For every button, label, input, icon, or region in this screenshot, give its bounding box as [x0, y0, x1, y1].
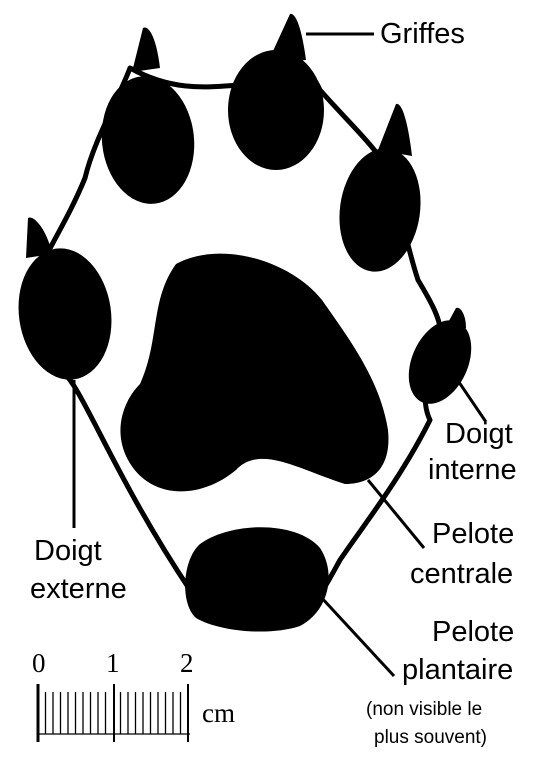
label-doigt-interne-line1: Doigt [445, 420, 513, 449]
label-doigt-interne-line2: interne [428, 456, 517, 485]
label-griffes: Griffes [380, 20, 465, 49]
plantar-pad [185, 527, 328, 631]
label-pelote-centrale-line2: centrale [410, 560, 513, 589]
toe-outer [10, 242, 119, 386]
toe-1 [96, 72, 201, 209]
leader-doigt-interne [448, 366, 486, 422]
leader-pelote-centrale [368, 480, 424, 548]
scale-tick-2: 2 [180, 650, 194, 677]
label-pelote-centrale-line1: Pelote [432, 520, 514, 549]
claw-1 [132, 27, 160, 72]
label-doigt-externe-line2: externe [30, 575, 127, 604]
scale-tick-1: 1 [106, 650, 120, 677]
label-pelote-plantaire-note-line1: (non visible le [366, 700, 482, 719]
scale-bar [38, 684, 190, 742]
toe-2 [228, 50, 324, 170]
claw-3 [378, 104, 412, 156]
central-pad [120, 254, 388, 492]
leader-pelote-plantaire [320, 596, 394, 676]
scale-tick-0: 0 [32, 650, 46, 677]
label-doigt-externe-line1: Doigt [34, 537, 102, 566]
label-pelote-plantaire-line1: Pelote [432, 618, 514, 647]
label-pelote-plantaire-note-line2: plus souvent) [374, 728, 487, 747]
scale-unit: cm [202, 700, 235, 727]
label-pelote-plantaire-line2: plantaire [402, 656, 513, 685]
